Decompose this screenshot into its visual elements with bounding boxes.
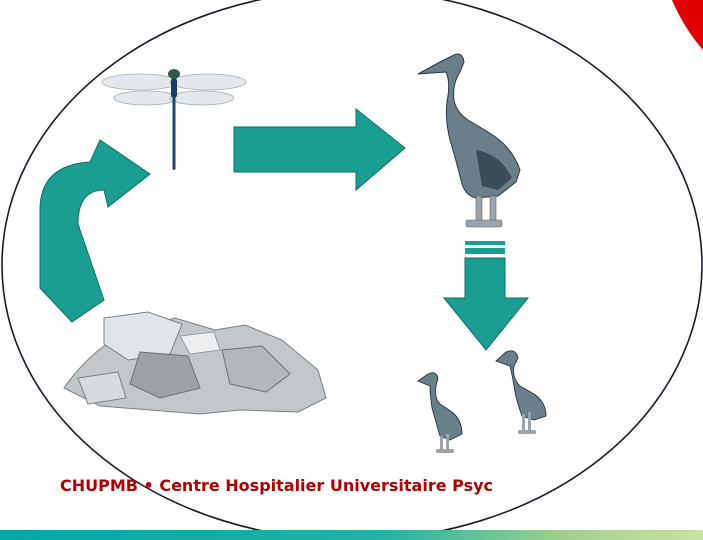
arrow-heron-to-offspring xyxy=(442,241,530,351)
arrow-dragonfly-to-heron xyxy=(233,107,406,192)
small-heron-icon xyxy=(495,350,547,434)
heron-icon xyxy=(417,53,521,228)
curved-arrow-metal-to-dragonfly xyxy=(39,139,151,323)
dragonfly-icon xyxy=(101,69,247,170)
metal-ore-icon xyxy=(63,311,327,415)
corner-red-shape xyxy=(672,0,703,50)
footer-institution-text: CHUPMB • Centre Hospitalier Universitair… xyxy=(60,476,494,495)
small-heron-icon xyxy=(417,372,463,453)
bottom-color-band xyxy=(0,530,703,540)
